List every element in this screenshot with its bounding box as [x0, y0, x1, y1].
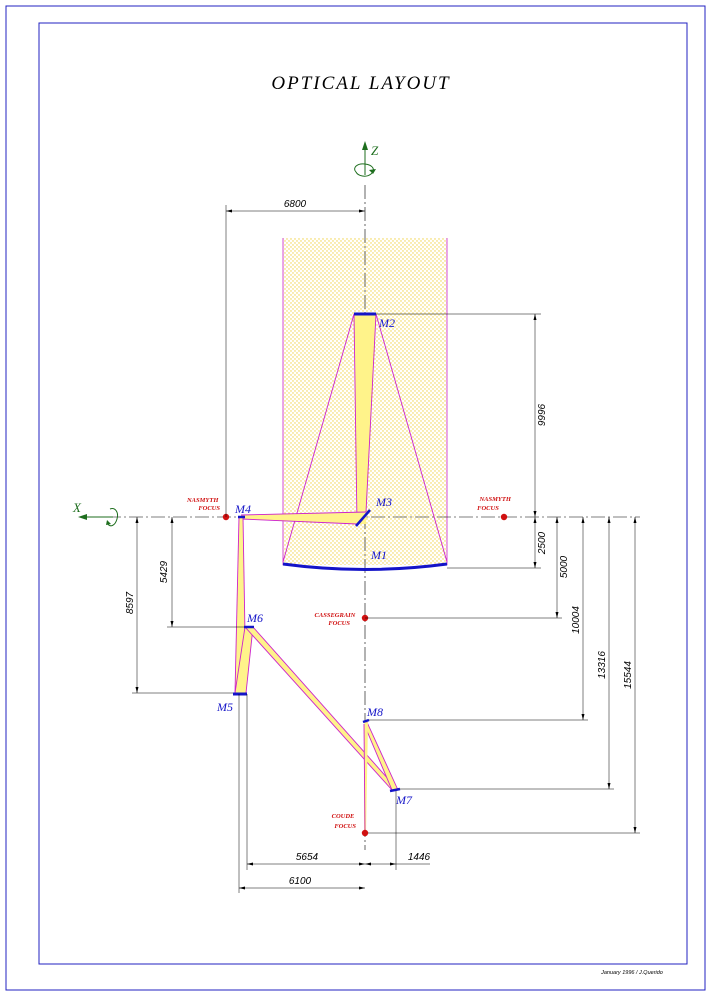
dimension-5429 [170, 517, 174, 627]
mirror-label-m1: M1 [370, 548, 387, 562]
mirror-label-m8: M8 [366, 705, 383, 719]
beam-m6-m7-fill [245, 627, 398, 790]
beam-m8-coude [363, 723, 366, 835]
beam-m3-m4-upper [240, 511, 367, 516]
focus-point-coude [361, 829, 369, 837]
beam-m1-m2-right [375, 313, 448, 563]
dimension-label-5654: 5654 [296, 852, 319, 863]
beam-m6-m7-lower [252, 626, 399, 791]
beam-m3-m4-fill [241, 512, 366, 524]
beam-m5-m6-fill [235, 627, 253, 693]
mirror-m3 [355, 509, 371, 527]
dimension-2500 [533, 517, 537, 568]
mirror-label-m2: M2 [378, 316, 395, 330]
mirror-m7 [389, 787, 401, 793]
beam-m7-m8-left [363, 723, 393, 791]
dimension-label-1446: 1446 [408, 852, 431, 863]
focus-label-cassegrain: CASSEGRAIN FOCUS [315, 612, 357, 627]
dimension-6100 [239, 886, 365, 890]
beam-m3-m4-lower [240, 518, 358, 525]
beam-m5-m6-right [245, 626, 254, 694]
dimension-9996 [533, 314, 537, 517]
beam-m2-m3-fill [354, 314, 376, 524]
mirror-label-m3: M3 [375, 495, 392, 509]
inner-frame [38, 22, 688, 965]
dimension-label-8597: 8597 [125, 591, 136, 614]
dimension-label-5429: 5429 [159, 560, 170, 583]
dimension-5654 [247, 862, 365, 866]
focus-label-nasmyth-left: NASMYTH FOCUS [186, 497, 220, 512]
focus-label-nasmyth-right: NASMYTH FOCUS [477, 496, 512, 512]
dimension-8597 [135, 517, 139, 693]
beam-m7-m8-right [365, 719, 399, 791]
dimension-13316 [607, 517, 611, 789]
footer-credit: January 1996 / J.Querido [600, 970, 663, 976]
dimension-label-13316: 13316 [597, 651, 608, 679]
beam-m2-m3-left [353, 313, 358, 525]
dimension-label-15544: 15544 [623, 661, 634, 689]
dimension-10004 [581, 517, 585, 720]
focus-point-nasmyth-right [500, 513, 508, 521]
dimension-label-2500: 2500 [537, 531, 548, 555]
focus-label-coude: COUDE FOCUS [332, 813, 357, 830]
mirror-m1 [282, 562, 448, 571]
beam-m7-m8-fill [364, 720, 398, 790]
mirror-label-m7: M7 [395, 793, 413, 807]
x-axis-rotation-icon [78, 508, 118, 527]
mirror-m8 [362, 718, 370, 724]
dimension-6800 [225, 205, 365, 517]
dimension-label-6100: 6100 [289, 876, 312, 887]
dimension-label-9996: 9996 [537, 403, 548, 426]
dimension-5000 [555, 517, 559, 618]
mirror-label-m4: M4 [234, 502, 251, 516]
beam-m5-m6-left [234, 626, 246, 694]
z-axis-label: Z [371, 143, 379, 158]
mirror-label-m6: M6 [246, 611, 263, 625]
z-axis-rotation-icon [354, 141, 376, 177]
beam-m6-m7-upper [244, 626, 393, 791]
dimension-label-6800: 6800 [284, 199, 307, 210]
beam-m2-m3-right [365, 313, 377, 513]
outer-frame [5, 5, 706, 991]
mirror-label-m5: M5 [216, 700, 233, 714]
dimension-label-10004: 10004 [571, 606, 582, 634]
x-axis-label: X [72, 500, 82, 515]
dimension-1446 [365, 862, 430, 866]
dimension-label-5000: 5000 [559, 555, 570, 578]
beam-m4-m5-left [234, 516, 240, 694]
dimension-15544 [633, 517, 637, 833]
page-title: OPTICAL LAYOUT [271, 73, 450, 94]
